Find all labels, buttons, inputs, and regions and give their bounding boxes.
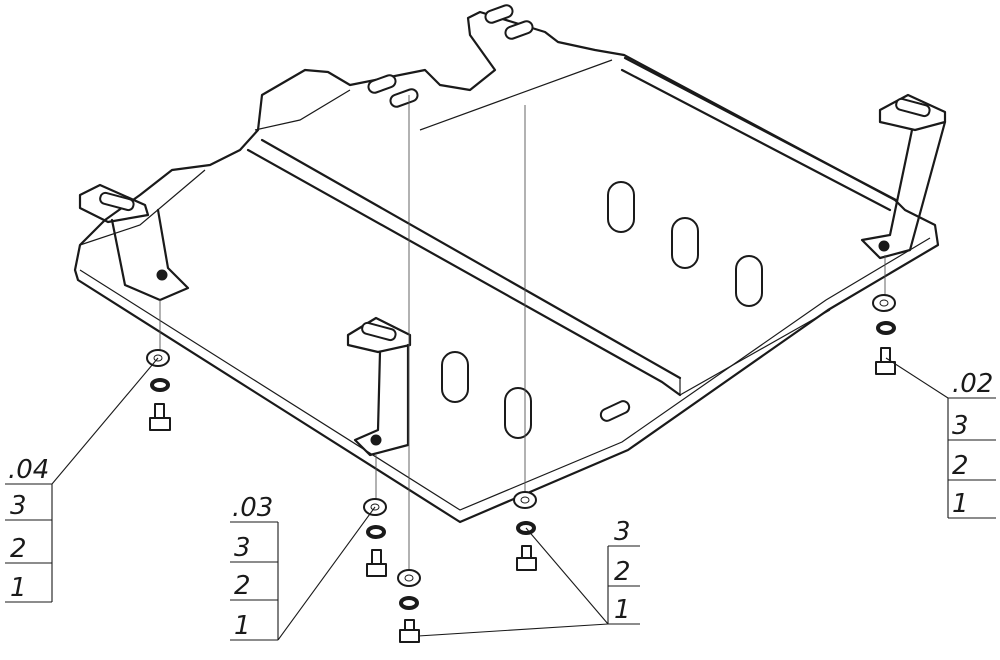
callout-centre-item-2: 2 (614, 557, 631, 587)
callout-03-item-3: 3 (234, 533, 251, 563)
callout-03-item-1: 1 (234, 611, 251, 641)
callout-04-item-3: 3 (10, 491, 27, 521)
callout-03-item-2: 2 (234, 571, 251, 601)
callout-04-item-2: 2 (10, 534, 27, 564)
callout-04-item-1: 1 (10, 573, 27, 603)
bracket-center (346, 316, 412, 457)
callout-04-title: .04 (8, 455, 49, 485)
callout-centre-item-1: 1 (614, 595, 631, 625)
callout-02-item-3: 3 (952, 411, 969, 441)
fastener-center (397, 569, 421, 643)
callout-centre: 3 2 1 (417, 517, 640, 637)
fastener-center-right (513, 491, 537, 571)
callout-02: .02 3 2 1 (885, 357, 996, 519)
callout-04: .04 3 2 1 (5, 357, 159, 603)
fastener-left (146, 349, 171, 431)
centre-lines (159, 95, 886, 575)
fastener-right (872, 294, 896, 375)
bracket-left (78, 183, 190, 302)
callout-03-title: .03 (232, 493, 273, 523)
callout-02-title: .02 (952, 369, 993, 399)
skid-plate (73, 10, 940, 524)
callout-02-item-2: 2 (952, 451, 969, 481)
bracket-right (860, 93, 947, 260)
callout-centre-item-3: 3 (614, 517, 631, 547)
callout-03: .03 3 2 1 (230, 493, 376, 641)
fastener-center-left (363, 498, 387, 577)
plate-slots (367, 4, 763, 439)
callout-02-item-1: 1 (952, 489, 969, 519)
